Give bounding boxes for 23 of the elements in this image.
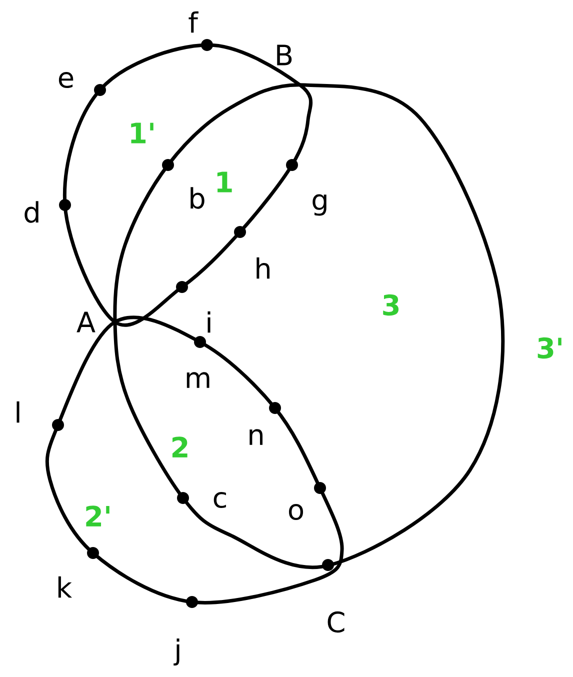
region-number: 3' xyxy=(538,337,562,359)
point-label: o xyxy=(288,504,304,520)
region-number: 2' xyxy=(86,506,110,526)
region-number: 1 xyxy=(217,172,232,192)
point-label: B xyxy=(277,44,292,66)
region-number: 1' xyxy=(131,122,154,144)
point-label: h xyxy=(256,257,270,279)
region-number: 2 xyxy=(172,436,188,458)
point-label: f xyxy=(188,11,198,33)
point-label: e xyxy=(58,72,74,88)
point-label: k xyxy=(58,576,72,598)
point-label: l xyxy=(16,401,20,423)
region-number: 3 xyxy=(383,294,399,316)
point-label: n xyxy=(250,429,262,445)
point-label: d xyxy=(24,201,38,223)
point-label: m xyxy=(186,372,210,388)
point-label: c xyxy=(214,492,226,508)
point-label: b xyxy=(190,187,204,209)
point-label: j xyxy=(174,638,180,666)
point-label: i xyxy=(208,311,210,333)
point-label: C xyxy=(328,611,344,633)
point-label: A xyxy=(76,312,96,332)
point-label: g xyxy=(312,194,326,216)
